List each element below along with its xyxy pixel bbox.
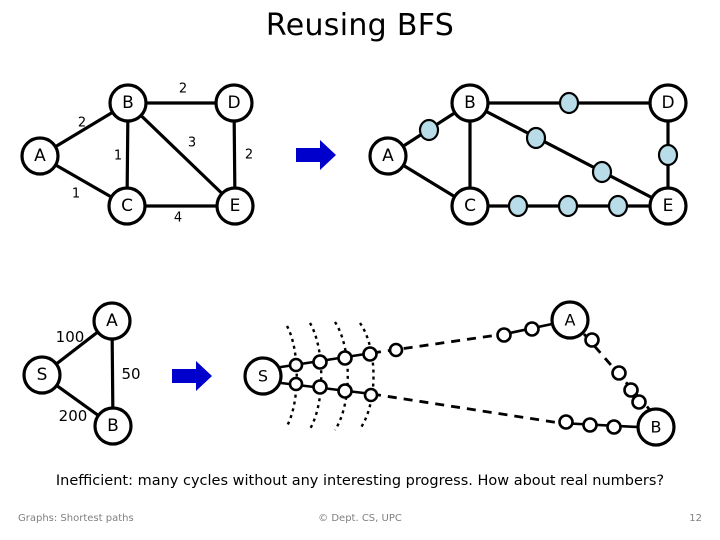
chain-bead-b-in-3	[606, 419, 622, 435]
chain-bead-s-b-1	[288, 376, 304, 392]
node-b-big: B	[93, 406, 133, 446]
sub-node-c-label: C	[464, 196, 476, 216]
node-d-label: D	[227, 93, 240, 113]
subdivision-node-b-e-2	[591, 160, 613, 184]
node-c-label: C	[121, 196, 133, 216]
subdivision-node-c-e-1	[507, 194, 529, 218]
node-d: D	[214, 83, 254, 123]
subdivision-node-c-e-2	[557, 194, 579, 218]
chain-bead-a-b-3	[623, 382, 639, 398]
weight-d-e: 2	[245, 148, 253, 163]
wave-node-b: B	[636, 407, 676, 447]
sub-node-d: D	[648, 83, 688, 123]
weight-b-e: 3	[188, 136, 196, 151]
wave-node-a: A	[550, 300, 590, 340]
weight-a-c: 1	[72, 187, 80, 202]
right-arrow-icon	[296, 140, 336, 170]
slide-footer: Graphs: Shortest paths © Dept. CS, UPC 1…	[0, 513, 720, 533]
chain-bead-b-in-1	[558, 414, 574, 430]
bfs-wavefront-graph: S A B	[243, 300, 676, 447]
chain-bead-a-b-2	[611, 365, 627, 381]
frontier-arc-2	[308, 322, 323, 430]
node-a-big-label: A	[106, 311, 118, 331]
wave-node-b-label: B	[651, 418, 662, 437]
subdivided-graph: A B C D E	[368, 83, 688, 226]
node-c: C	[107, 186, 147, 226]
node-b-big-label: B	[107, 416, 119, 436]
wave-node-s-label: S	[258, 367, 268, 386]
sub-node-d-label: D	[661, 93, 674, 113]
bottom-figure-svg: S A B 100 50 200	[22, 300, 676, 447]
footer-page-number: 12	[689, 513, 702, 524]
right-arrow-icon-bottom	[172, 361, 212, 391]
wave-node-a-label: A	[565, 311, 576, 330]
subdivision-node-a-b-1	[418, 118, 440, 142]
chain-bead-s-a-3	[337, 350, 353, 366]
chain-bead-s-a-2	[312, 354, 328, 370]
weight-b-d: 2	[179, 82, 187, 97]
transform-arrow-top	[296, 140, 336, 170]
chain-bead-a-in-1	[496, 327, 512, 343]
frontier-arc-1	[285, 325, 298, 427]
transform-arrow-bottom	[172, 361, 212, 391]
sub-node-a-label: A	[382, 146, 394, 166]
frontier-arc-4	[359, 322, 375, 430]
subdivision-node-d-e-1	[657, 143, 679, 167]
sub-node-b: B	[450, 83, 490, 123]
figure-reusing-bfs-bottom: S A B 100 50 200	[0, 290, 720, 460]
figure-reusing-bfs-top: A B C D E 2	[0, 60, 720, 250]
chain-bead-s-b-3	[337, 383, 353, 399]
edge-b-e	[126, 101, 237, 208]
weight-a-b: 2	[78, 116, 86, 131]
chain-bead-s-b-4	[363, 387, 379, 403]
sub-node-a: A	[368, 136, 408, 176]
footer-left-text: Graphs: Shortest paths	[18, 513, 134, 524]
node-b-label: B	[122, 93, 134, 113]
node-b: B	[108, 83, 148, 123]
weight-s-b: 200	[59, 407, 88, 425]
subdivision-node-b-d-1	[558, 91, 580, 115]
chain-bead-b-in-2	[582, 417, 598, 433]
frontier-arc-3	[333, 321, 349, 431]
weight-c-e: 4	[174, 211, 182, 226]
sub-edge-b-e	[468, 101, 670, 208]
sub-node-e-label: E	[663, 196, 674, 216]
page-title: Reusing BFS	[265, 8, 455, 43]
sub-node-e: E	[648, 186, 688, 226]
top-figure-svg: A B C D E 2	[20, 82, 688, 226]
chain-bead-s-b-2	[312, 379, 328, 395]
sub-node-b-label: B	[464, 93, 476, 113]
chain-bead-s-a-5	[388, 342, 404, 358]
node-a: A	[20, 136, 60, 176]
chain-bead-a-b-1	[584, 332, 600, 348]
weighted-graph: A B C D E 2	[20, 82, 255, 226]
node-e-label: E	[230, 196, 241, 216]
chain-bead-a-in-2	[524, 321, 540, 337]
chain-s-b-dashed	[371, 392, 561, 425]
chain-bead-s-a-4	[362, 346, 378, 362]
node-s: S	[22, 355, 62, 395]
chain-bead-s-a-1	[288, 357, 304, 373]
node-s-label: S	[37, 365, 48, 385]
slide-caption: Inefficient: many cycles without any int…	[55, 473, 665, 489]
subdivision-node-b-e-1	[525, 126, 547, 150]
node-a-big: A	[92, 301, 132, 341]
weight-s-a: 100	[56, 328, 85, 346]
weight-b-c: 1	[114, 149, 122, 164]
wave-node-s: S	[243, 356, 283, 396]
weight-a-b-big: 50	[121, 365, 140, 383]
large-weight-graph: S A B 100 50 200	[22, 301, 141, 446]
footer-center-text: © Dept. CS, UPC	[318, 513, 402, 524]
node-e: E	[215, 186, 255, 226]
node-a-label: A	[34, 146, 46, 166]
subdivision-node-c-e-3	[607, 194, 629, 218]
sub-node-c: C	[450, 186, 490, 226]
chain-bead-a-b-4	[631, 394, 647, 410]
